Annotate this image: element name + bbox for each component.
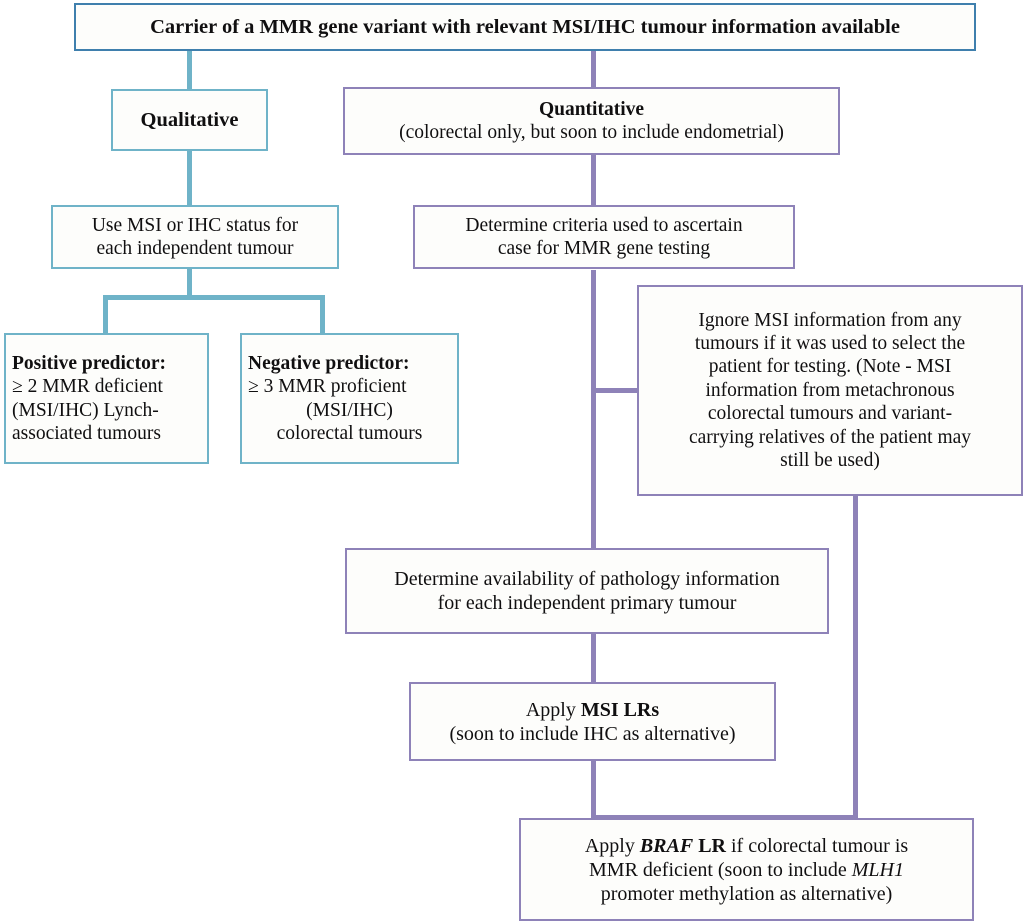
node-ignore-msi-line3: patient for testing. (Note - MSI bbox=[708, 356, 952, 378]
node-quantitative-text: Quantitative (colorectal only, but soon … bbox=[345, 96, 838, 147]
node-determine-criteria[interactable]: Determine criteria used to ascertain cas… bbox=[413, 205, 795, 269]
node-use-msi-ihc-line1: Use MSI or IHC status for bbox=[91, 214, 299, 236]
node-apply-msi-lrs-line1: Apply MSI LRs bbox=[417, 698, 768, 722]
node-apply-braf-lr-line2-pre: MMR deficient (soon to include bbox=[589, 858, 852, 881]
node-apply-braf-lr-line1-bold: LR bbox=[693, 834, 726, 857]
node-apply-braf-lr[interactable]: Apply BRAF LR if colorectal tumour is MM… bbox=[519, 818, 974, 921]
node-apply-msi-lrs[interactable]: Apply MSI LRs (soon to include IHC as al… bbox=[409, 682, 776, 761]
connector-qualitative-to-use-msi bbox=[187, 151, 192, 206]
connector-criteria-spine bbox=[591, 270, 596, 549]
node-positive-predictor-line2: ≥ 2 MMR deficient bbox=[12, 376, 163, 398]
node-quantitative-line1: Quantitative bbox=[538, 98, 645, 120]
node-quantitative[interactable]: Quantitative (colorectal only, but soon … bbox=[343, 87, 840, 155]
node-apply-braf-lr-text: Apply BRAF LR if colorectal tumour is MM… bbox=[521, 832, 972, 908]
node-determine-pathology[interactable]: Determine availability of pathology info… bbox=[345, 548, 829, 634]
node-positive-predictor-line4: associated tumours bbox=[12, 422, 161, 444]
node-apply-braf-lr-line1-bolditalic: BRAF bbox=[639, 834, 694, 857]
connector-msi-lrs-down bbox=[591, 761, 596, 818]
connector-spine-to-ignore-msi bbox=[591, 388, 641, 393]
node-ignore-msi-line2: tumours if it was used to select the bbox=[694, 333, 966, 355]
connector-use-msi-down bbox=[187, 268, 192, 298]
connector-quantitative-to-criteria bbox=[591, 155, 596, 205]
node-apply-braf-lr-line2: MMR deficient (soon to include MLH1 bbox=[527, 858, 966, 882]
node-apply-braf-lr-line1-pre: Apply bbox=[584, 834, 640, 857]
connector-to-negative-predictor bbox=[320, 295, 325, 335]
node-determine-criteria-text: Determine criteria used to ascertain cas… bbox=[415, 212, 793, 263]
node-positive-predictor[interactable]: Positive predictor: ≥ 2 MMR deficient (M… bbox=[4, 333, 209, 464]
connector-root-to-quantitative bbox=[591, 50, 596, 88]
node-ignore-msi-line4: information from metachronous bbox=[705, 379, 955, 401]
node-apply-braf-lr-line3: promoter methylation as alternative) bbox=[600, 882, 893, 905]
node-apply-braf-lr-line1: Apply BRAF LR if colorectal tumour is bbox=[527, 834, 966, 858]
connector-to-positive-predictor bbox=[103, 295, 108, 335]
node-ignore-msi-line1: Ignore MSI information from any bbox=[698, 309, 962, 331]
connector-predictor-split-bar bbox=[103, 295, 325, 300]
node-qualitative-label: Qualitative bbox=[140, 108, 239, 131]
node-use-msi-ihc-text: Use MSI or IHC status for each independe… bbox=[53, 212, 337, 263]
node-positive-predictor-heading: Positive predictor: bbox=[12, 352, 166, 374]
node-negative-predictor-line2: ≥ 3 MMR proficient bbox=[248, 376, 407, 398]
node-positive-predictor-line3: (MSI/IHC) Lynch- bbox=[12, 399, 159, 421]
node-root-carrier-label: Carrier of a MMR gene variant with relev… bbox=[150, 15, 900, 38]
node-apply-msi-lrs-line1-bold: MSI LRs bbox=[580, 698, 660, 721]
node-positive-predictor-text: Positive predictor: ≥ 2 MMR deficient (M… bbox=[6, 350, 207, 448]
node-use-msi-ihc-line2: each independent tumour bbox=[96, 238, 294, 259]
node-ignore-msi-line6: carrying relatives of the patient may bbox=[688, 426, 972, 448]
node-apply-braf-lr-line2-italic: MLH1 bbox=[851, 858, 904, 881]
connector-bottom-join-bar bbox=[591, 815, 858, 820]
node-negative-predictor-line3: (MSI/IHC) bbox=[306, 399, 393, 421]
node-root-carrier[interactable]: Carrier of a MMR gene variant with relev… bbox=[74, 3, 976, 51]
node-ignore-msi-text: Ignore MSI information from any tumours … bbox=[639, 307, 1021, 475]
node-quantitative-line2: (colorectal only, but soon to include en… bbox=[399, 122, 784, 143]
node-apply-braf-lr-line1-post: if colorectal tumour is bbox=[725, 834, 909, 857]
node-use-msi-ihc-status[interactable]: Use MSI or IHC status for each independe… bbox=[51, 205, 339, 269]
node-qualitative[interactable]: Qualitative bbox=[111, 89, 268, 151]
node-negative-predictor-line4: colorectal tumours bbox=[276, 422, 423, 444]
node-determine-pathology-line1: Determine availability of pathology info… bbox=[394, 568, 780, 590]
node-apply-msi-lrs-text: Apply MSI LRs (soon to include IHC as al… bbox=[411, 696, 774, 748]
node-negative-predictor-heading: Negative predictor: bbox=[248, 352, 410, 374]
connector-pathology-to-msi-lrs bbox=[591, 634, 596, 682]
node-negative-predictor-text: Negative predictor: ≥ 3 MMR proficient (… bbox=[242, 350, 457, 448]
node-determine-pathology-line2: for each independent primary tumour bbox=[437, 592, 737, 614]
connector-ignore-msi-descender bbox=[853, 495, 858, 818]
connector-root-to-qualitative bbox=[187, 50, 192, 90]
node-ignore-msi-line5: colorectal tumours and variant- bbox=[707, 403, 953, 425]
node-apply-msi-lrs-line2: (soon to include IHC as alternative) bbox=[449, 722, 736, 745]
node-ignore-msi-line7: still be used) bbox=[780, 449, 880, 471]
node-negative-predictor[interactable]: Negative predictor: ≥ 3 MMR proficient (… bbox=[240, 333, 459, 464]
node-determine-criteria-line1: Determine criteria used to ascertain bbox=[465, 214, 743, 236]
node-ignore-msi-information[interactable]: Ignore MSI information from any tumours … bbox=[637, 285, 1023, 496]
node-determine-criteria-line2: case for MMR gene testing bbox=[497, 238, 711, 259]
node-determine-pathology-text: Determine availability of pathology info… bbox=[347, 565, 827, 617]
node-apply-msi-lrs-line1-pre: Apply bbox=[525, 698, 581, 721]
